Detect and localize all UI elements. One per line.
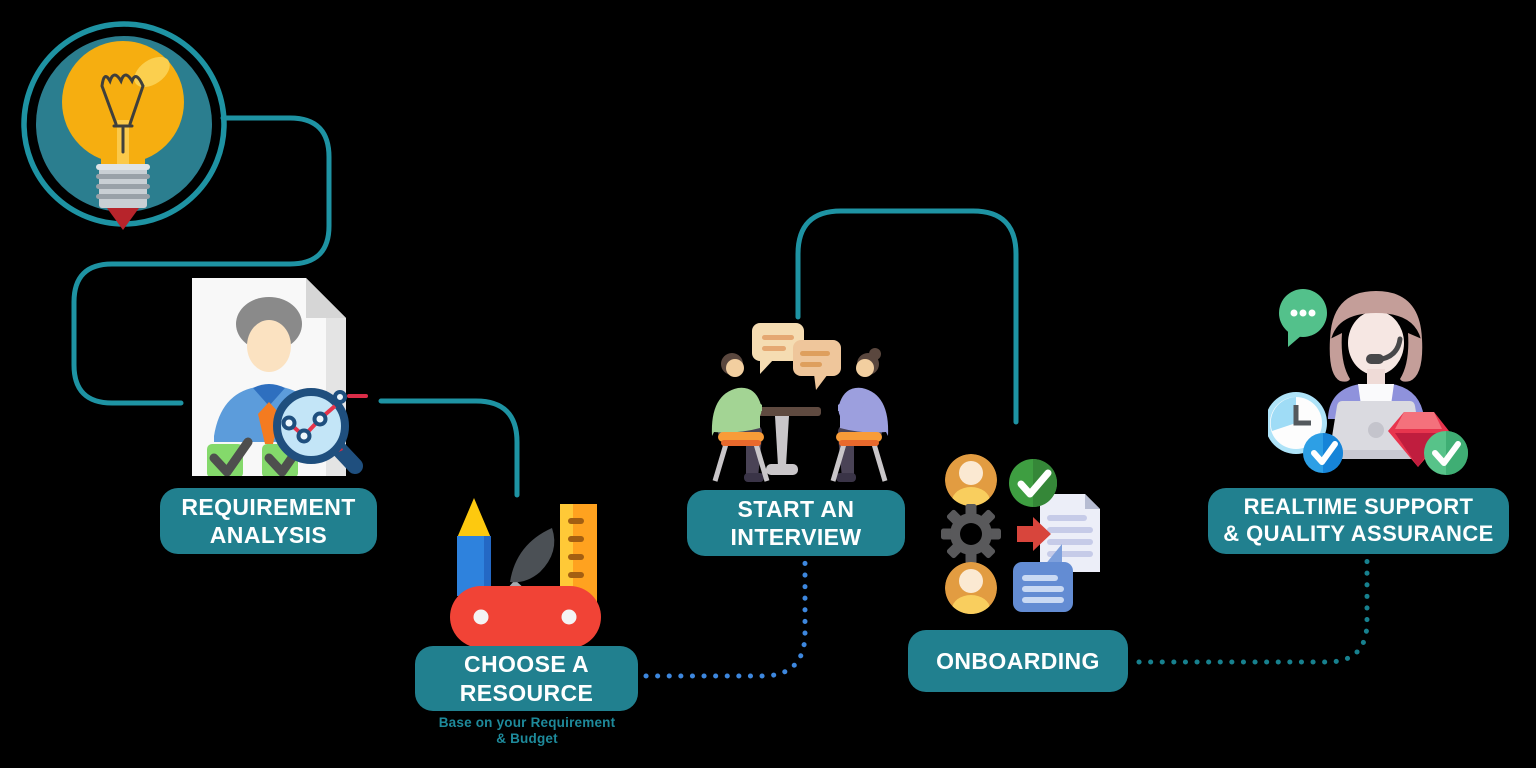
subtitle-line: Base on your Requirement <box>438 715 616 730</box>
label-line: & QUALITY ASSURANCE <box>1223 521 1494 546</box>
lightbulb-base <box>96 164 150 208</box>
label-line: START AN <box>737 495 855 522</box>
label-start-an-interview: START AN INTERVIEW <box>687 490 905 556</box>
headset-mic <box>1366 336 1403 364</box>
lightbulb-filament <box>100 73 145 154</box>
label-line: RESOURCE <box>459 679 594 706</box>
pencil <box>457 498 491 596</box>
interviewer <box>711 353 764 482</box>
knife-body <box>450 586 601 648</box>
label-line: ANALYSIS <box>209 522 328 548</box>
table-top <box>743 407 821 416</box>
speech-bubble-right <box>793 340 841 390</box>
connector-idea-to-requirement <box>71 115 332 406</box>
stool-right <box>830 432 888 482</box>
lightbulb-icon <box>21 21 227 230</box>
stool-left <box>712 432 770 482</box>
avatar-bottom <box>945 562 997 614</box>
clock-icon <box>1268 392 1327 454</box>
label-line: REQUIREMENT <box>181 493 356 520</box>
connector-interview-to-onboarding <box>795 208 1019 425</box>
message-bubble <box>1013 544 1073 612</box>
green-check-icon <box>1424 431 1468 475</box>
label-realtime-support-quality-assurance: REALTIME SUPPORT & QUALITY ASSURANCE <box>1208 488 1509 554</box>
contract-document <box>1040 494 1100 572</box>
connector-requirement-to-resource <box>378 398 520 498</box>
label-line: REALTIME SUPPORT <box>1243 494 1474 520</box>
label-choose-a-resource: CHOOSE A RESOURCE <box>415 646 638 711</box>
lightbulb-tip <box>107 208 139 230</box>
gear-icon <box>941 504 1001 564</box>
label-requirement-analysis: REQUIREMENT ANALYSIS <box>160 488 377 554</box>
choose-resource-subtitle: Base on your Requirement & Budget <box>407 715 647 747</box>
swiss-knife-tools-icon <box>450 498 601 648</box>
subtitle-line: & Budget <box>496 730 558 746</box>
label-line: ONBOARDING <box>936 647 1100 674</box>
connector-onboarding-to-support-dotted <box>1136 557 1370 665</box>
label-line: CHOOSE A <box>463 651 590 678</box>
interview-meeting-icon <box>711 323 889 482</box>
document-person-magnifier-icon <box>192 278 368 476</box>
support-agent-person <box>1324 291 1428 459</box>
table-pedestal <box>766 416 798 475</box>
blue-check-icon <box>1303 433 1343 473</box>
connector-resource-to-interview-dotted <box>643 555 808 679</box>
arrow-right-icon <box>1017 517 1051 551</box>
magnifier-chart-icon <box>273 388 368 474</box>
label-line: INTERVIEW <box>730 524 862 550</box>
label-onboarding: ONBOARDING <box>908 630 1128 692</box>
approved-check-icon <box>1009 459 1057 507</box>
onboarding-process-icon <box>941 454 1100 614</box>
avatar-top <box>945 454 997 506</box>
speech-bubble-left <box>752 323 804 374</box>
chat-dots-bubble-icon <box>1279 289 1327 347</box>
support-agent-icon <box>1268 289 1468 475</box>
